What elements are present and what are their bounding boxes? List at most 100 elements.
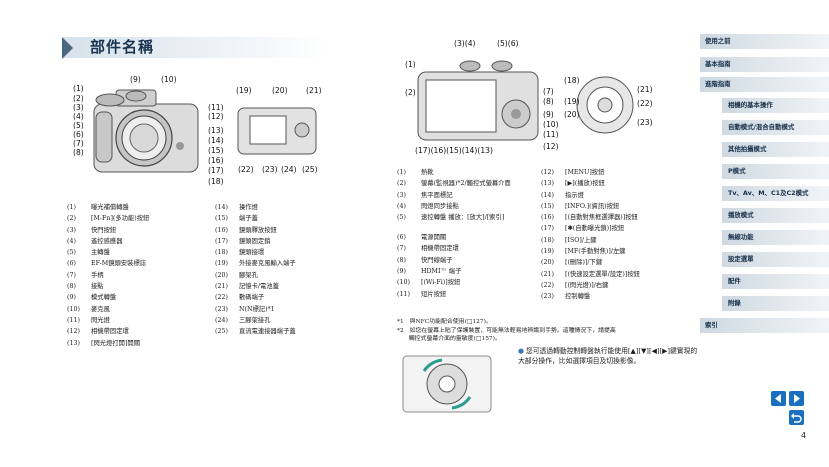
callout: (13) — [208, 126, 224, 135]
page-title: 部件名稱 — [90, 38, 155, 56]
list-item: (4)遙控感應器 — [67, 237, 123, 245]
list-item: (22)[(閃光燈)]/右鍵 — [541, 281, 609, 289]
list-item: (25)直流電連接器端子蓋 — [215, 328, 296, 336]
callout: (19) — [564, 97, 580, 106]
list-item: (11)閃光燈 — [67, 316, 110, 324]
bullet-icon: ● — [518, 347, 524, 355]
triangle-right-icon — [794, 394, 800, 403]
callout: (19) — [236, 86, 252, 95]
callout: (21) — [306, 86, 322, 95]
list-item: (17)鏡頭固定銷 — [215, 237, 271, 245]
callout: (11) — [543, 130, 559, 139]
list-item: (23)N(N標記)*1 — [215, 305, 275, 313]
nav-item[interactable]: 自動模式/混合自動模式 — [722, 120, 829, 135]
list-item: (5)速控轉盤 播放：[放大]/[索引] — [397, 214, 505, 222]
title-bar — [62, 37, 330, 58]
callout: (18) — [208, 177, 224, 186]
nav-item[interactable]: 基本指南 — [700, 57, 829, 72]
callout: (3)(4) — [454, 39, 476, 48]
callout: (12) — [208, 112, 224, 121]
list-item: (4)閃燈同步接點 — [397, 202, 459, 210]
parts-list-left: (1)曝光補償轉盤 (2)[M-Fn](多功能)按鈕 (3)快門按鈕 (4)遙控… — [67, 202, 149, 349]
list-item: (14)操作燈 — [215, 204, 258, 211]
callout: (22) — [238, 165, 254, 174]
list-item: (13)[閃光燈打開]開關 — [67, 339, 140, 347]
nav-item[interactable]: 其他拍攝模式 — [722, 142, 829, 157]
list-item: (12)[MENU]按鈕 — [541, 169, 605, 176]
callout: (1) — [73, 84, 84, 93]
nav-item[interactable]: 無線功能 — [722, 230, 829, 245]
footnote: 觸控式螢幕介面的靈敏度(□157)。 — [397, 336, 501, 342]
list-item: (8)接點 — [67, 283, 104, 291]
nav-item[interactable]: 索引 — [700, 318, 829, 333]
list-item: (8)快門線端子 — [397, 256, 453, 264]
callout: (17) — [208, 166, 224, 175]
nav-item[interactable]: 設定選單 — [722, 252, 829, 267]
list-item: (21)[(快速設定選單/設定)]按鈕 — [541, 270, 640, 278]
nav-item[interactable]: 進階指南 — [700, 77, 829, 92]
callout: (24) — [281, 165, 297, 174]
nav-item[interactable]: 播放模式 — [722, 208, 829, 223]
callout: (25) — [302, 165, 318, 174]
list-item: (10)麥克風 — [67, 305, 110, 313]
callout: (17)(16)(15)(14)(13) — [415, 146, 493, 155]
prev-page-button[interactable] — [771, 391, 786, 406]
list-item: (1)熱靴 — [397, 169, 434, 176]
list-item: (7)相機帶固定環 — [397, 245, 459, 253]
nav-item[interactable]: 相機的基本操作 — [722, 98, 829, 113]
footnote: *1 與NFC功能配合使用(□127)。 — [397, 319, 492, 325]
list-item: (19)[MF(手動對焦)]/左鍵 — [541, 248, 626, 256]
callout: (23) — [637, 118, 653, 127]
callout: (20) — [272, 86, 288, 95]
return-arrow-icon — [791, 413, 802, 423]
callout: (8) — [73, 148, 84, 157]
callout: (15) — [208, 146, 224, 155]
list-item: (15)[INFO.](資訊)按鈕 — [541, 202, 620, 210]
camera-back-illustration — [237, 107, 317, 155]
page-number: 4 — [801, 431, 807, 440]
callout: (22) — [637, 99, 653, 108]
list-item: (1)曝光補償轉盤 — [67, 204, 129, 211]
list-item: (17)[✱(自動曝光鎖)]按鈕 — [541, 225, 625, 233]
callout: (14) — [208, 136, 224, 145]
callout: (4) — [73, 112, 84, 121]
callout: (1) — [405, 60, 416, 69]
list-item: (20)腳架孔 — [215, 271, 258, 279]
list-item: (9)HDMI™ 端子 — [397, 268, 462, 276]
list-item: (21)記憶卡/電池蓋 — [215, 283, 279, 291]
callout: (10) — [543, 120, 559, 129]
nav-item[interactable]: 附錄 — [722, 296, 829, 311]
next-page-button[interactable] — [789, 391, 804, 406]
callout: (5)(6) — [497, 39, 519, 48]
callout: (11) — [208, 103, 224, 112]
nav-item[interactable]: P模式 — [722, 164, 829, 179]
callout: (8) — [543, 97, 554, 106]
callout: (6) — [73, 130, 84, 139]
list-item: (24)三腳架接孔 — [215, 316, 271, 324]
control-dial-illustration — [576, 76, 634, 134]
title-arrow-icon — [62, 37, 73, 59]
parts-list-right-2: (12)[MENU]按鈕 (13)[▶](播放)按鈕 (14)指示燈 (15)[… — [541, 167, 640, 303]
callout: (7) — [543, 87, 554, 96]
list-item: (5)主轉盤 — [67, 249, 110, 257]
list-item: (16)鏡頭釋放按鈕 — [215, 226, 277, 234]
nav-item[interactable]: 使用之前 — [700, 34, 829, 49]
list-item: (18)[ISO]/上鍵 — [541, 236, 597, 244]
nav-item[interactable]: Tv、Av、M、C1及C2模式 — [722, 186, 829, 201]
list-item: (6)EF-M鏡頭安裝標誌 — [67, 260, 147, 268]
list-item: (3)焦平面標記 — [397, 191, 453, 199]
callout: (9) — [543, 110, 554, 119]
callout: (2) — [405, 88, 416, 97]
list-item: (23)控制轉盤 — [541, 293, 591, 301]
list-item: (2)[M-Fn](多功能)按鈕 — [67, 215, 150, 223]
back-button[interactable] — [789, 410, 804, 425]
list-item: (12)相機帶固定環 — [67, 328, 129, 336]
list-item: (3)快門按鈕 — [67, 226, 117, 234]
camera-rear-illustration — [417, 60, 539, 141]
list-item: (13)[▶](播放)按鈕 — [541, 180, 605, 188]
callout: (21) — [637, 85, 653, 94]
list-item: (19)外接麥克風輸入端子 — [215, 260, 296, 268]
callout: (23) — [262, 165, 278, 174]
list-item: (20)[(刪除)]/下鍵 — [541, 259, 603, 267]
nav-item[interactable]: 配件 — [722, 274, 829, 289]
